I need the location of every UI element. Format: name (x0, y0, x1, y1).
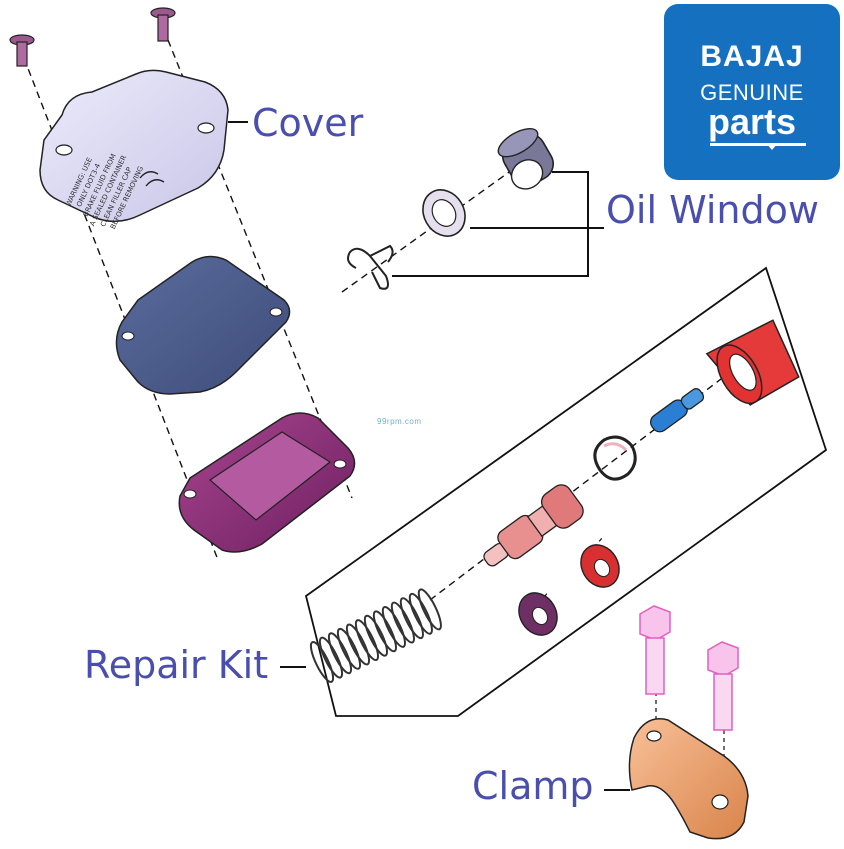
pushrod (649, 388, 705, 433)
secondary-seal (518, 592, 558, 636)
logo-line1: GENUINE (700, 80, 804, 105)
clamp-label: Clamp (472, 764, 594, 808)
clamp-assembly (604, 605, 749, 840)
cover-screw-left (9, 34, 35, 67)
clamp-body (628, 718, 749, 840)
oil-window-grommet (497, 127, 554, 190)
clamp-bolt-left (639, 605, 671, 695)
oil-window-label: Oil Window (606, 188, 819, 232)
logo-line2: parts (707, 101, 797, 142)
reservoir-diaphragm (115, 255, 291, 395)
circlip (593, 435, 637, 481)
reservoir-cover: WARNING: USE ONLY DOT3-4 BRAKE FLUID FRO… (39, 69, 229, 231)
repair-kit-parts (309, 319, 800, 683)
oil-window-clip (347, 244, 394, 290)
piston (483, 484, 584, 567)
dust-boot (705, 319, 800, 406)
cover-screw-right (150, 7, 176, 42)
primary-seal (580, 544, 620, 588)
oil-window-group (341, 127, 604, 293)
reservoir-plate (178, 412, 356, 553)
return-spring (309, 588, 442, 683)
logo-underline (710, 143, 806, 146)
logo-brand: BAJAJ (700, 40, 804, 73)
cover-label: Cover (252, 101, 364, 145)
logo-arrow-icon (766, 143, 778, 150)
watermark: 99rpm.com (377, 417, 422, 426)
repair-kit-label: Repair Kit (84, 643, 269, 687)
clamp-bolt-right (707, 641, 739, 731)
bajaj-genuine-parts-logo: BAJAJ GENUINE parts (664, 4, 840, 180)
repair-kit-outline (304, 266, 828, 717)
